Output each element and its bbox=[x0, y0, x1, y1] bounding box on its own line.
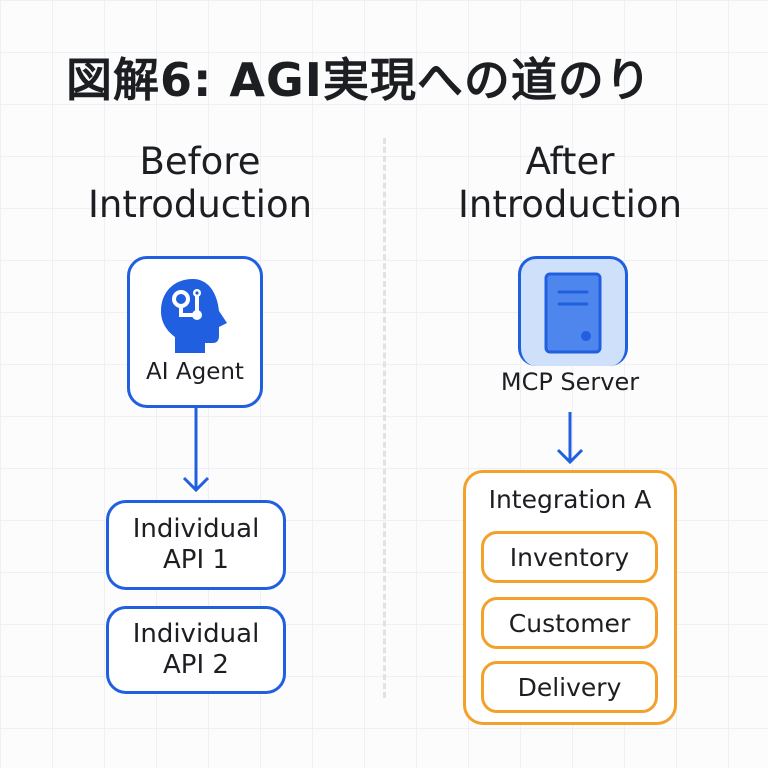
integration-item-label: Customer bbox=[508, 608, 631, 638]
down-arrow-before bbox=[182, 408, 210, 493]
after-heading-line1: After bbox=[525, 140, 615, 183]
before-heading-line1: Before bbox=[139, 140, 261, 183]
page-title: 図解6: AGI実現への道のり bbox=[66, 53, 652, 107]
api-1-line2: API 1 bbox=[163, 545, 229, 575]
before-heading-line2: Introduction bbox=[87, 183, 313, 226]
before-heading: Before Introduction bbox=[70, 140, 330, 226]
ai-head-icon bbox=[161, 279, 227, 353]
mcp-server-node[interactable] bbox=[518, 256, 628, 366]
integration-item-inventory[interactable]: Inventory bbox=[481, 531, 658, 583]
individual-api-1-node[interactable]: Individual API 1 bbox=[106, 500, 286, 590]
after-heading-line2: Introduction bbox=[457, 183, 683, 226]
api-2-line2: API 2 bbox=[163, 650, 229, 680]
api-1-line1: Individual bbox=[132, 514, 260, 544]
down-arrow-after bbox=[556, 412, 584, 465]
ai-agent-label: AI Agent bbox=[146, 359, 244, 385]
api-2-line1: Individual bbox=[132, 619, 260, 649]
ai-agent-node[interactable]: AI Agent bbox=[127, 256, 263, 408]
integration-a-title: Integration A bbox=[488, 485, 652, 514]
integration-item-customer[interactable]: Customer bbox=[481, 597, 658, 649]
integration-item-label: Inventory bbox=[509, 542, 630, 572]
mcp-server-label: MCP Server bbox=[500, 368, 640, 396]
integration-item-delivery[interactable]: Delivery bbox=[481, 661, 658, 713]
individual-api-2-node[interactable]: Individual API 2 bbox=[106, 606, 286, 694]
column-divider bbox=[383, 138, 386, 698]
server-icon bbox=[544, 272, 602, 353]
after-heading: After Introduction bbox=[440, 140, 700, 226]
integration-item-label: Delivery bbox=[517, 672, 622, 702]
